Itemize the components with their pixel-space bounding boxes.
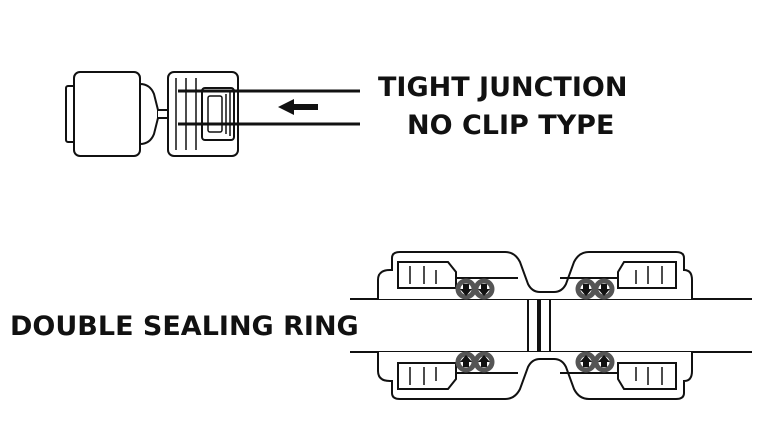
middle-neck [139,82,159,146]
tube-ends [527,298,551,353]
body-upper [377,251,693,299]
double-sealing-ring-label: DOUBLE SEALING RING [10,311,359,342]
arrow-down-icon [460,284,610,296]
body-lower [377,352,693,400]
left-collet-body [73,71,141,157]
guide-lines [178,89,360,126]
connector-external-view [65,71,239,157]
arrow-left-icon [278,99,318,115]
connector-cross-section [350,251,752,400]
arrow-up-icon [460,355,610,367]
tight-junction-label: TIGHT JUNCTION [378,72,628,103]
no-clip-type-label: NO CLIP TYPE [407,110,615,141]
